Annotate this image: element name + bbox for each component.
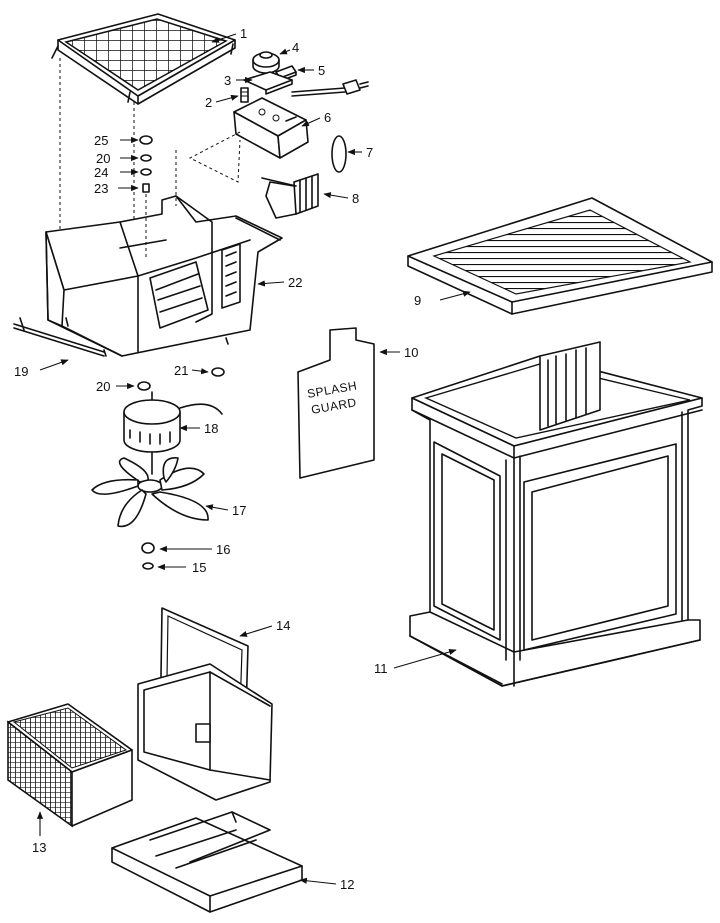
part-nut-20	[137, 381, 151, 391]
leader-lines	[36, 33, 471, 885]
part-base-pan	[45, 58, 283, 357]
part-float-switch	[261, 173, 319, 219]
callout-24: 24	[94, 165, 108, 180]
callout-13: 13	[32, 840, 46, 855]
callout-22: 22	[288, 275, 302, 290]
part-nut-21	[211, 367, 225, 377]
callout-7: 7	[366, 145, 373, 160]
part-fan-blade	[91, 457, 209, 528]
callout-21: 21	[174, 363, 188, 378]
part-top-grille	[51, 13, 236, 105]
callout-1: 1	[240, 26, 247, 41]
callout-3: 3	[224, 73, 231, 88]
callout-8: 8	[352, 191, 359, 206]
part-rod	[13, 317, 105, 357]
part-evaporative-pad	[7, 703, 133, 828]
callout-10: 10	[404, 345, 418, 360]
part-screw	[240, 87, 249, 103]
callout-9: 9	[414, 293, 421, 308]
part-filter-frame	[137, 607, 273, 801]
part-splash-guard: SPLASH GUARD	[297, 327, 375, 479]
part-belt-ring	[331, 135, 347, 173]
part-cabinet	[409, 341, 703, 687]
part-motor	[123, 391, 223, 475]
callout-2: 2	[205, 95, 212, 110]
callout-4: 4	[292, 40, 299, 55]
part-hardware-stack	[139, 135, 153, 260]
callout-6: 6	[324, 110, 331, 125]
part-cover-grille	[407, 197, 713, 315]
callout-11: 11	[374, 661, 388, 676]
callout-17: 17	[232, 503, 246, 518]
callout-23: 23	[94, 181, 108, 196]
callout-20-upper: 20	[96, 151, 110, 166]
callout-12: 12	[340, 877, 354, 892]
callout-16: 16	[216, 542, 230, 557]
callout-5: 5	[318, 63, 325, 78]
callout-19: 19	[14, 364, 28, 379]
callout-15: 15	[192, 560, 206, 575]
part-hub-16	[141, 542, 155, 554]
part-bracket-and-cord	[243, 71, 369, 97]
callout-20-lower: 20	[96, 379, 110, 394]
callout-labels: 1 2 3 4 5 6 7 8 9 10 11 12 13 14 15 16 1…	[14, 26, 421, 892]
part-control-box	[175, 97, 309, 206]
callout-25: 25	[94, 133, 108, 148]
callout-14: 14	[276, 618, 290, 633]
part-base-tray	[111, 811, 303, 913]
part-knob	[252, 51, 280, 74]
part-washer-15	[142, 562, 154, 570]
callout-18: 18	[204, 421, 218, 436]
